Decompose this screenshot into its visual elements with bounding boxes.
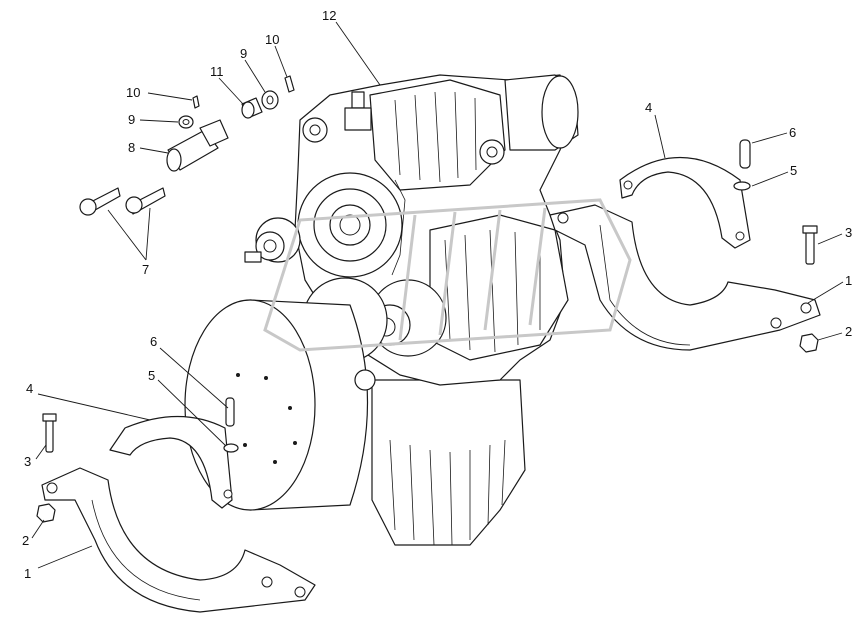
watermark-logo xyxy=(263,198,632,352)
mount-bracket-left xyxy=(36,397,316,613)
callout-9-left: 9 xyxy=(128,112,135,127)
callout-10-left: 10 xyxy=(126,85,140,100)
callout-4-right: 4 xyxy=(645,100,652,115)
callout-9-top: 9 xyxy=(240,46,247,61)
callout-5-right: 5 xyxy=(790,163,797,178)
callout-6-left: 6 xyxy=(150,334,157,349)
small-hardware xyxy=(79,75,295,216)
callout-1-right: 1 xyxy=(845,273,852,288)
callout-1-left: 1 xyxy=(24,566,31,581)
callout-7: 7 xyxy=(142,262,149,277)
callout-2-left: 2 xyxy=(22,533,29,548)
callout-3-left: 3 xyxy=(24,454,31,469)
callout-2-right: 2 xyxy=(845,324,852,339)
callout-3-right: 3 xyxy=(845,225,852,240)
mount-bracket-right xyxy=(549,139,821,353)
gearbox-housing xyxy=(244,74,579,546)
callout-labels: 12 10 9 11 10 9 8 7 4 6 5 3 1 2 6 5 4 3 … xyxy=(22,8,852,581)
callout-12: 12 xyxy=(322,8,336,23)
callout-11: 11 xyxy=(210,64,224,79)
callout-6-right: 6 xyxy=(789,125,796,140)
callout-8: 8 xyxy=(128,140,135,155)
callout-10-top: 10 xyxy=(265,32,279,47)
callout-4-left: 4 xyxy=(26,381,33,396)
leader-lines xyxy=(31,21,844,569)
callout-5-left: 5 xyxy=(148,368,155,383)
